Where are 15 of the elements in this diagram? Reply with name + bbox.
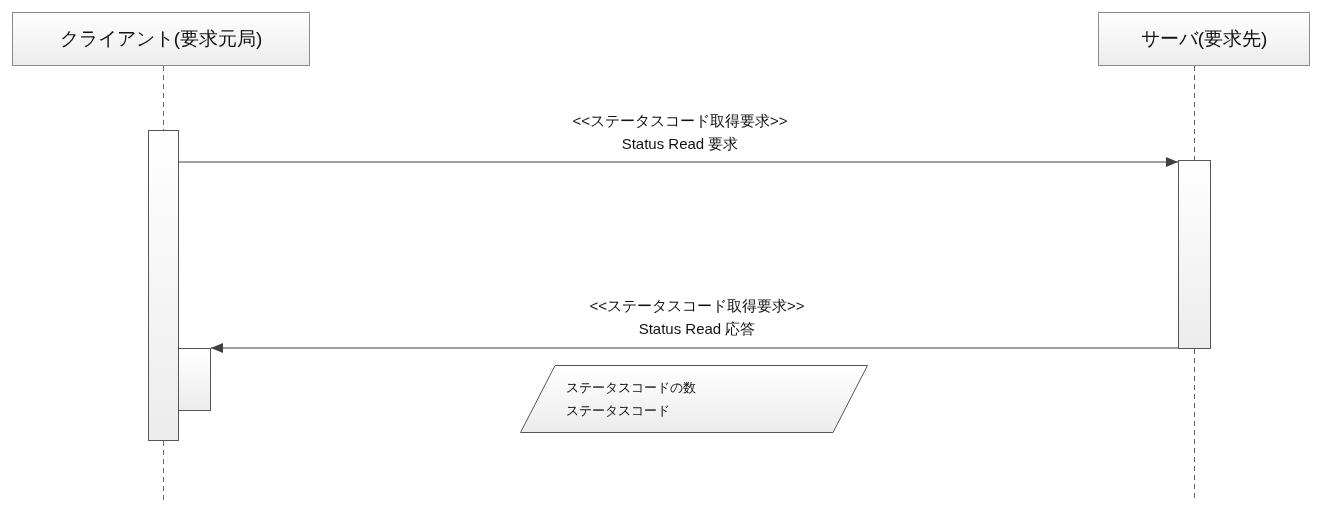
message-arrow bbox=[178, 157, 1179, 167]
participant-name: クライアント(要求元局) bbox=[59, 27, 263, 51]
lifeline bbox=[1194, 348, 1195, 501]
activation-bar bbox=[1178, 160, 1211, 349]
lifeline bbox=[1194, 65, 1195, 161]
data-parallelogram bbox=[520, 365, 868, 433]
participant-box bbox=[12, 12, 310, 66]
participant-box bbox=[1098, 12, 1310, 66]
activation-bar bbox=[178, 348, 211, 411]
data-item-text: ステータスコード bbox=[566, 402, 671, 420]
activation-bar bbox=[148, 130, 179, 441]
lifeline bbox=[163, 440, 164, 501]
data-item-text: ステータスコードの数 bbox=[566, 379, 697, 397]
message-arrow bbox=[210, 343, 1179, 353]
participant-name: サーバ(要求先) bbox=[1140, 27, 1268, 51]
